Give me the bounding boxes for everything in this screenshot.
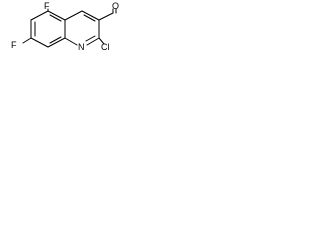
atom-fluorine-left: F xyxy=(11,40,17,50)
double-bond-inner-2 xyxy=(49,14,62,22)
atom-oxygen: O xyxy=(112,1,119,11)
double-bond-inner-5 xyxy=(85,35,96,42)
bond-lines xyxy=(22,8,117,48)
bond-right-ring-top-left xyxy=(64,10,83,21)
bond-to-fluorine-left xyxy=(22,37,32,44)
bond-right-ring-to-nitrogen xyxy=(86,37,100,46)
structure-canvas: F F N Cl O xyxy=(0,0,130,66)
atom-fluorine-top: F xyxy=(44,1,50,11)
bond-left-ring-upper-right xyxy=(47,10,66,21)
bond-to-aldehyde-carbon xyxy=(98,12,114,21)
bond-left-ring-lower-left xyxy=(30,37,49,48)
bond-to-chlorine xyxy=(98,37,105,45)
double-bond-inner-3 xyxy=(49,36,62,44)
chemical-structure-diagram: F F N Cl O xyxy=(11,1,119,52)
bond-nitrogen-to-fusion xyxy=(64,37,78,46)
bond-left-ring-top xyxy=(30,10,49,21)
bond-left-ring-bottom xyxy=(47,37,66,48)
atom-chlorine: Cl xyxy=(101,42,110,52)
double-bond-inner-4 xyxy=(83,14,96,22)
bond-right-ring-top-right xyxy=(81,10,100,21)
atom-nitrogen: N xyxy=(78,42,85,52)
